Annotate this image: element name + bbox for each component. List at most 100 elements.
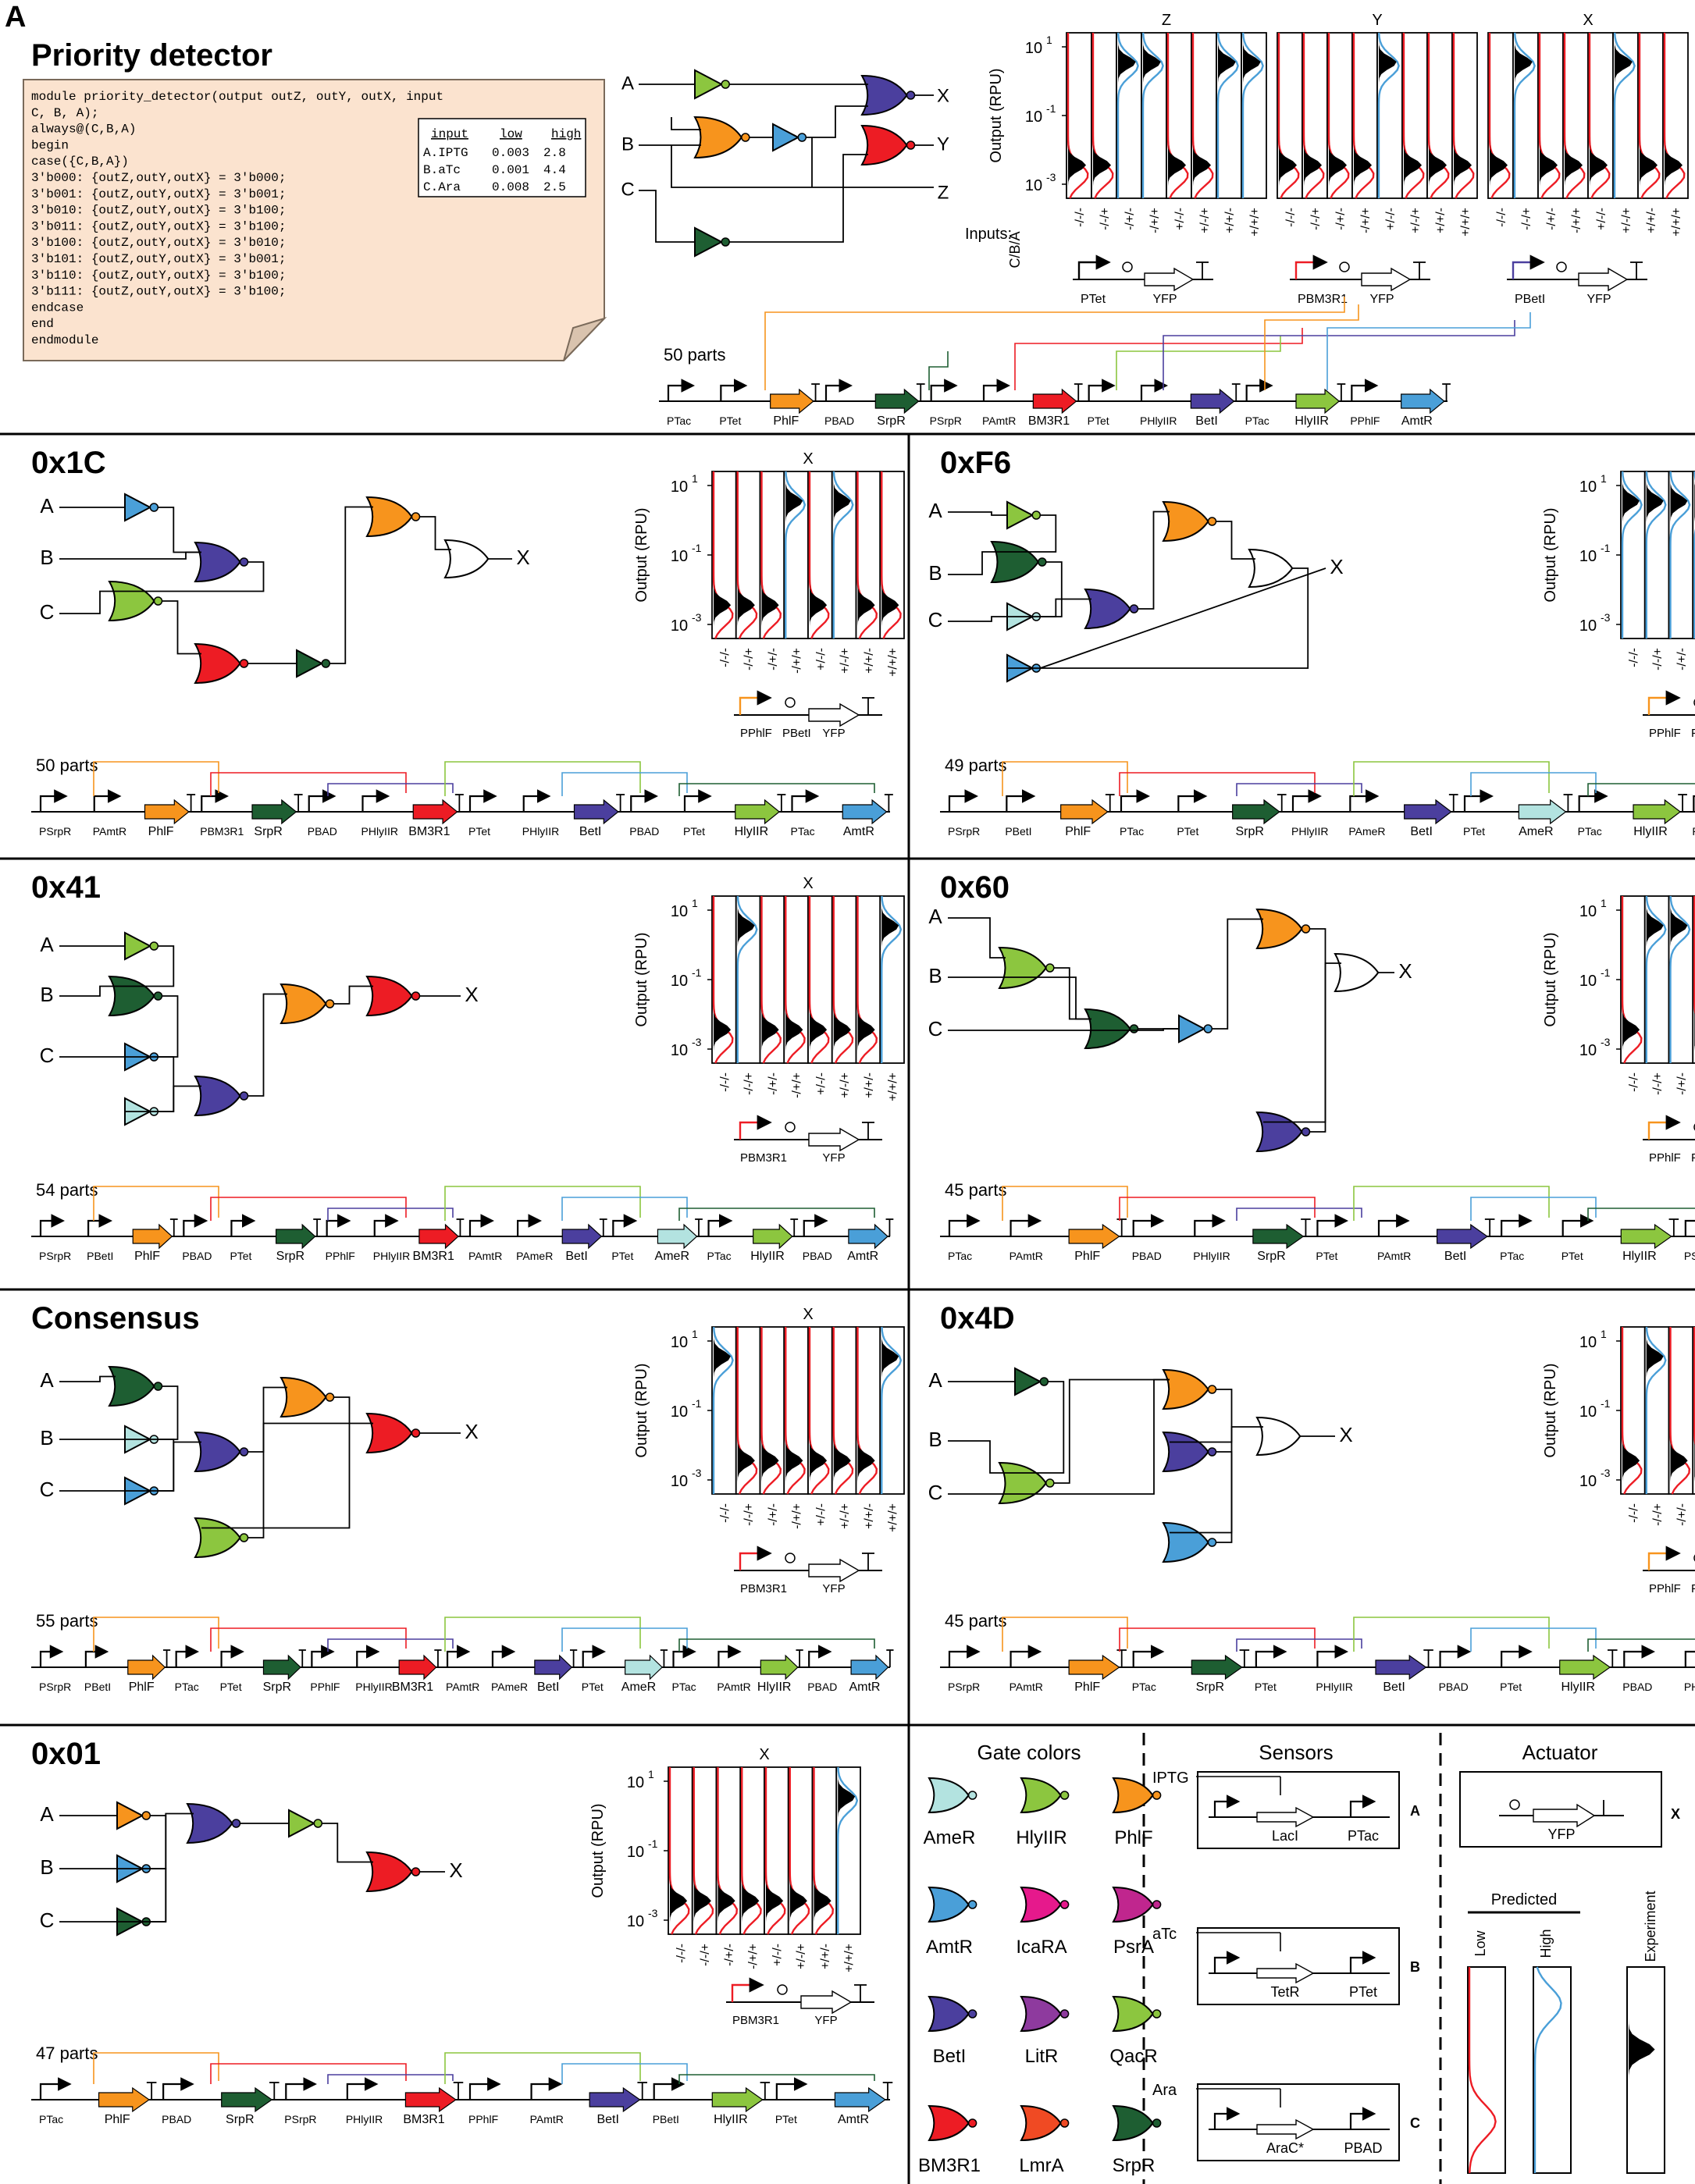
promoter-arrow — [1316, 1214, 1349, 1236]
yfp-gene — [808, 1558, 860, 1583]
gate-body — [1162, 1368, 1209, 1410]
not-gate — [1006, 500, 1042, 530]
promoter-arrow — [775, 2077, 808, 2100]
nor-gate — [1084, 588, 1139, 630]
promoter-arrow — [1120, 789, 1151, 812]
promoter-label: PTet — [1463, 825, 1485, 838]
promoter-arrow — [1578, 789, 1608, 812]
promoter-label: PTac — [672, 1681, 696, 1693]
nor-gate — [365, 496, 421, 538]
combo-label: +/-/- — [1595, 208, 1608, 230]
combo-label: +/-/- — [771, 1944, 784, 1966]
experiment-histogram — [833, 1327, 851, 1494]
tick-label: 10 — [671, 617, 688, 635]
promoter-arrow — [739, 1546, 772, 1570]
signal-label: X — [516, 546, 529, 569]
promoter-label: PTac — [39, 2113, 63, 2125]
wire — [125, 1056, 175, 1112]
gate-body — [1020, 1886, 1062, 1923]
experiment-histogram — [737, 1327, 755, 1494]
signal-label: X — [937, 85, 949, 106]
wire — [948, 551, 998, 575]
tick-exponent: 1 — [1046, 34, 1052, 46]
promoter-arrow — [683, 789, 712, 812]
gene-label: HlyIIR — [750, 1250, 785, 1263]
promoter-label: PAmtR — [717, 1681, 750, 1693]
predicted-high-curve — [1116, 32, 1139, 198]
tick-exponent: -1 — [1046, 102, 1056, 115]
promoter-arrow — [1351, 379, 1379, 401]
experiment-histogram — [785, 896, 803, 1063]
signal-label: B — [40, 1426, 53, 1449]
parts-count: 50 parts — [664, 345, 726, 365]
key-frame — [1467, 1966, 1506, 2174]
plot-column — [1376, 32, 1403, 199]
promoter-label: PTac — [948, 1250, 972, 1262]
experiment-histogram — [1068, 33, 1087, 198]
promoter-arrow — [1316, 1645, 1349, 1667]
y-axis-label: Output (RPU) — [633, 1363, 650, 1457]
signal-label: A — [928, 499, 942, 522]
wire — [116, 561, 265, 592]
promoter-label: PTet — [1500, 1681, 1522, 1693]
gene-arrow — [1295, 388, 1341, 414]
gate-bubble — [153, 991, 163, 1001]
predicted-high-curve — [1669, 471, 1691, 638]
gene-arrow — [1375, 1654, 1427, 1681]
gene-label: BM3R1 — [392, 1681, 433, 1694]
wire — [162, 600, 201, 655]
gene-arrow — [1068, 1654, 1120, 1681]
experiment-histogram — [833, 896, 851, 1063]
gate-bubble — [313, 1819, 323, 1828]
gate-body — [116, 1801, 144, 1830]
gate-bubble — [906, 91, 916, 100]
promoter-arrow — [522, 789, 551, 812]
promoter-label: PHlyIIR — [361, 825, 398, 838]
nor-gate — [1255, 1111, 1311, 1153]
regulation-link — [1587, 783, 1695, 796]
gene-arrow — [412, 799, 458, 825]
nor-gate — [928, 1995, 977, 2033]
promoter-arrow — [1291, 789, 1323, 812]
reporter-gene-label: YFP — [1369, 293, 1394, 306]
promoter-label: PHlyIIR — [1684, 1681, 1695, 1693]
code-line: endcase — [31, 301, 84, 315]
input-table — [418, 118, 586, 197]
combo-label: -/+/+ — [1570, 208, 1583, 233]
promoter-label: PAmtR — [982, 414, 1016, 427]
experiment-histogram — [1670, 1327, 1688, 1494]
gate-legend-item: IcaRA — [1016, 1886, 1070, 1958]
wire — [1138, 510, 1170, 610]
code-line: 3'b001: {outZ,outY,outX} = 3'b001; — [31, 187, 286, 201]
gate-bubble — [1045, 963, 1055, 973]
nor-gate — [194, 642, 249, 685]
gate-bubble — [1129, 604, 1139, 614]
nor-gate — [693, 116, 750, 159]
gate-body — [860, 74, 908, 116]
combo-label: +/+/- — [819, 1944, 832, 1969]
tick-exponent: -3 — [692, 611, 702, 624]
gate-body — [365, 1412, 413, 1454]
combo-label: -/-/- — [1627, 1072, 1640, 1092]
key-frame — [1533, 1966, 1572, 2174]
regulation-link — [561, 2063, 688, 2084]
y-axis-label: Output (RPU) — [633, 507, 650, 602]
combo-label: -/-/+ — [1099, 208, 1112, 230]
combo-label: -/+/- — [1334, 208, 1348, 230]
tick-exponent: 1 — [648, 1768, 654, 1780]
regulation-links — [1002, 1186, 1695, 1221]
promoter-label: PAmtR — [93, 825, 126, 838]
gate-bubble — [153, 596, 163, 606]
plot-column — [1643, 471, 1670, 639]
tick-label: 10 — [1025, 40, 1042, 57]
promoter-arrow — [1349, 789, 1380, 812]
